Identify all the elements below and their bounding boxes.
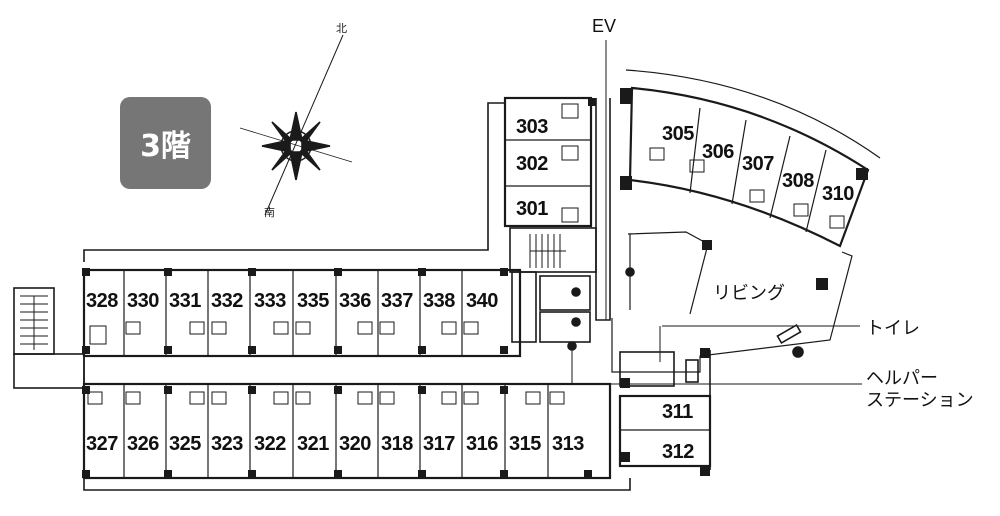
room-340: 340	[466, 290, 498, 312]
room-303: 303	[516, 116, 548, 138]
room-322: 322	[254, 433, 286, 455]
south-label: 南	[264, 206, 275, 219]
helper-station-label-line1: ヘルパー	[866, 368, 938, 389]
room-305: 305	[662, 123, 694, 145]
room-302: 302	[516, 153, 548, 175]
room-316: 316	[466, 433, 498, 455]
room-337: 337	[381, 290, 413, 312]
room-313: 313	[552, 433, 584, 455]
room-306: 306	[702, 141, 734, 163]
room-330: 330	[127, 290, 159, 312]
room-315: 315	[509, 433, 541, 455]
room-311: 311	[662, 401, 693, 423]
room-323: 323	[211, 433, 243, 455]
room-310: 310	[822, 183, 854, 205]
toilet-label: トイレ	[866, 318, 920, 339]
floor-badge: 3階	[120, 97, 211, 189]
room-301: 301	[516, 198, 548, 220]
room-321: 321	[297, 433, 329, 455]
north-label: 北	[336, 22, 347, 35]
room-336: 336	[339, 290, 371, 312]
room-335: 335	[297, 290, 329, 312]
room-320: 320	[339, 433, 371, 455]
room-338: 338	[423, 290, 455, 312]
floor-label: 3階	[140, 129, 191, 164]
room-326: 326	[127, 433, 159, 455]
room-333: 333	[254, 290, 286, 312]
room-312: 312	[662, 441, 694, 463]
room-308: 308	[782, 170, 814, 192]
living-label: リビング	[713, 283, 785, 304]
room-317: 317	[423, 433, 455, 455]
room-307: 307	[742, 153, 774, 175]
room-328: 328	[86, 290, 118, 312]
room-331: 331	[169, 290, 201, 312]
room-325: 325	[169, 433, 201, 455]
room-332: 332	[211, 290, 243, 312]
room-327: 327	[86, 433, 118, 455]
helper-station-label-line2: ステーション	[866, 390, 974, 411]
elevator-label: EV	[592, 16, 616, 36]
compass-icon	[239, 34, 353, 216]
room-318: 318	[381, 433, 413, 455]
